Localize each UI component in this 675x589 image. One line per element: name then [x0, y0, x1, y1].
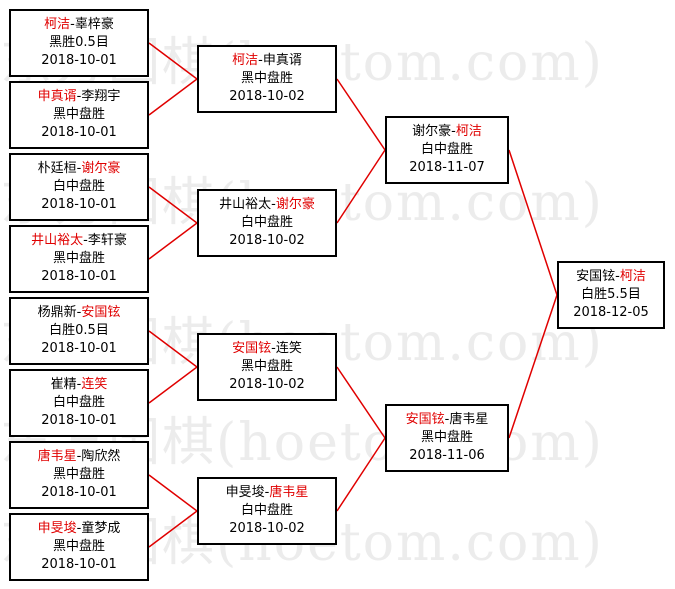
match-box: 谢尔豪-柯洁 白中盘胜 2018-11-07	[385, 116, 509, 184]
player-2: 连笑	[275, 341, 302, 356]
match-date: 2018-10-01	[41, 557, 117, 572]
player-2: 李轩豪	[87, 233, 127, 248]
match-players: 安国铉-柯洁	[576, 269, 646, 284]
match-result: 黑中盘胜	[52, 251, 105, 266]
player-1: 井山裕太	[219, 197, 272, 212]
match-date: 2018-10-02	[229, 89, 305, 104]
match-result: 白中盘胜	[240, 215, 293, 230]
match-players: 井山裕太-李轩豪	[31, 233, 127, 248]
player-2: 柯洁	[455, 124, 482, 139]
player-1: 井山裕太	[31, 233, 84, 248]
bracket-connector	[336, 78, 386, 224]
match-players: 崔精-连笑	[50, 377, 108, 392]
match-players: 安国铉-连笑	[232, 341, 302, 356]
bracket-connector	[148, 186, 199, 260]
bracket-connector	[148, 474, 199, 548]
match-box: 安国铉-连笑 黑中盘胜 2018-10-02	[197, 333, 337, 401]
match-box: 朴廷桓-谢尔豪 白中盘胜 2018-10-01	[9, 153, 149, 221]
match-players: 安国铉-唐韦星	[405, 412, 489, 427]
match-players: 朴廷桓-谢尔豪	[37, 161, 121, 176]
match-players: 杨鼎新-安国铉	[37, 305, 121, 320]
player-1: 申真谞	[37, 89, 77, 104]
match-date: 2018-10-01	[41, 125, 117, 140]
match-date: 2018-10-01	[41, 341, 117, 356]
match-date: 2018-10-02	[229, 521, 305, 536]
player-2: 连笑	[81, 377, 108, 392]
match-result: 黑中盘胜	[52, 539, 105, 554]
match-result: 白胜5.5目	[581, 287, 641, 302]
match-players: 申真谞-李翔宇	[37, 89, 121, 104]
match-box: 杨鼎新-安国铉 白胜0.5目 2018-10-01	[9, 297, 149, 365]
match-players: 柯洁-辜梓豪	[44, 17, 114, 32]
player-1: 崔精	[50, 377, 77, 392]
match-result: 白胜0.5目	[49, 323, 109, 338]
match-box: 申真谞-李翔宇 黑中盘胜 2018-10-01	[9, 81, 149, 149]
player-2: 唐韦星	[449, 412, 489, 427]
match-box: 柯洁-申真谞 黑中盘胜 2018-10-02	[197, 45, 337, 113]
match-date: 2018-11-07	[409, 160, 485, 175]
match-result: 白中盘胜	[420, 142, 473, 157]
match-date: 2018-10-01	[41, 197, 117, 212]
match-date: 2018-10-01	[41, 413, 117, 428]
match-result: 黑中盘胜	[52, 107, 105, 122]
player-1: 安国铉	[405, 412, 445, 427]
match-players: 井山裕太-谢尔豪	[219, 197, 315, 212]
player-2: 唐韦星	[269, 485, 309, 500]
match-players: 谢尔豪-柯洁	[412, 124, 482, 139]
match-date: 2018-10-02	[229, 377, 305, 392]
match-result: 黑中盘胜	[420, 430, 473, 445]
bracket-connector	[508, 149, 558, 439]
match-result: 黑中盘胜	[52, 467, 105, 482]
player-1: 申旻埈	[37, 521, 77, 536]
match-result: 黑中盘胜	[240, 359, 293, 374]
match-box: 申旻埈-童梦成 黑中盘胜 2018-10-01	[9, 513, 149, 581]
player-1: 柯洁	[44, 17, 71, 32]
match-date: 2018-10-01	[41, 485, 117, 500]
player-1: 朴廷桓	[37, 161, 77, 176]
match-date: 2018-10-02	[229, 233, 305, 248]
bracket-connector	[148, 42, 199, 116]
match-result: 白中盘胜	[52, 179, 105, 194]
player-2: 谢尔豪	[275, 197, 315, 212]
player-1: 柯洁	[232, 53, 259, 68]
match-players: 申旻埈-童梦成	[37, 521, 121, 536]
player-2: 陶欣然	[81, 449, 121, 464]
match-box: 安国铉-唐韦星 黑中盘胜 2018-11-06	[385, 404, 509, 472]
match-box: 井山裕太-谢尔豪 白中盘胜 2018-10-02	[197, 189, 337, 257]
match-result: 黑胜0.5目	[49, 35, 109, 50]
match-box: 崔精-连笑 白中盘胜 2018-10-01	[9, 369, 149, 437]
match-date: 2018-11-06	[409, 448, 485, 463]
match-result: 白中盘胜	[240, 503, 293, 518]
match-box: 安国铉-柯洁 白胜5.5目 2018-12-05	[557, 261, 665, 329]
player-1: 安国铉	[232, 341, 272, 356]
player-2: 辜梓豪	[74, 17, 114, 32]
player-2: 安国铉	[81, 305, 121, 320]
match-date: 2018-12-05	[573, 305, 649, 320]
match-players: 申旻埈-唐韦星	[225, 485, 309, 500]
player-2: 李翔宇	[81, 89, 121, 104]
player-1: 安国铉	[576, 269, 616, 284]
match-box: 柯洁-辜梓豪 黑胜0.5目 2018-10-01	[9, 9, 149, 77]
player-2: 童梦成	[81, 521, 121, 536]
match-result: 白中盘胜	[52, 395, 105, 410]
player-1: 杨鼎新	[37, 305, 77, 320]
match-players: 柯洁-申真谞	[232, 53, 302, 68]
match-date: 2018-10-01	[41, 53, 117, 68]
bracket-connector	[148, 330, 199, 404]
match-box: 井山裕太-李轩豪 黑中盘胜 2018-10-01	[9, 225, 149, 293]
match-box: 唐韦星-陶欣然 黑中盘胜 2018-10-01	[9, 441, 149, 509]
player-2: 谢尔豪	[81, 161, 121, 176]
match-result: 黑中盘胜	[240, 71, 293, 86]
player-1: 谢尔豪	[412, 124, 452, 139]
player-1: 唐韦星	[37, 449, 77, 464]
match-date: 2018-10-01	[41, 269, 117, 284]
player-2: 柯洁	[619, 269, 646, 284]
match-players: 唐韦星-陶欣然	[37, 449, 121, 464]
match-box: 申旻埈-唐韦星 白中盘胜 2018-10-02	[197, 477, 337, 545]
player-2: 申真谞	[262, 53, 302, 68]
player-1: 申旻埈	[225, 485, 265, 500]
bracket-connector	[336, 366, 386, 512]
